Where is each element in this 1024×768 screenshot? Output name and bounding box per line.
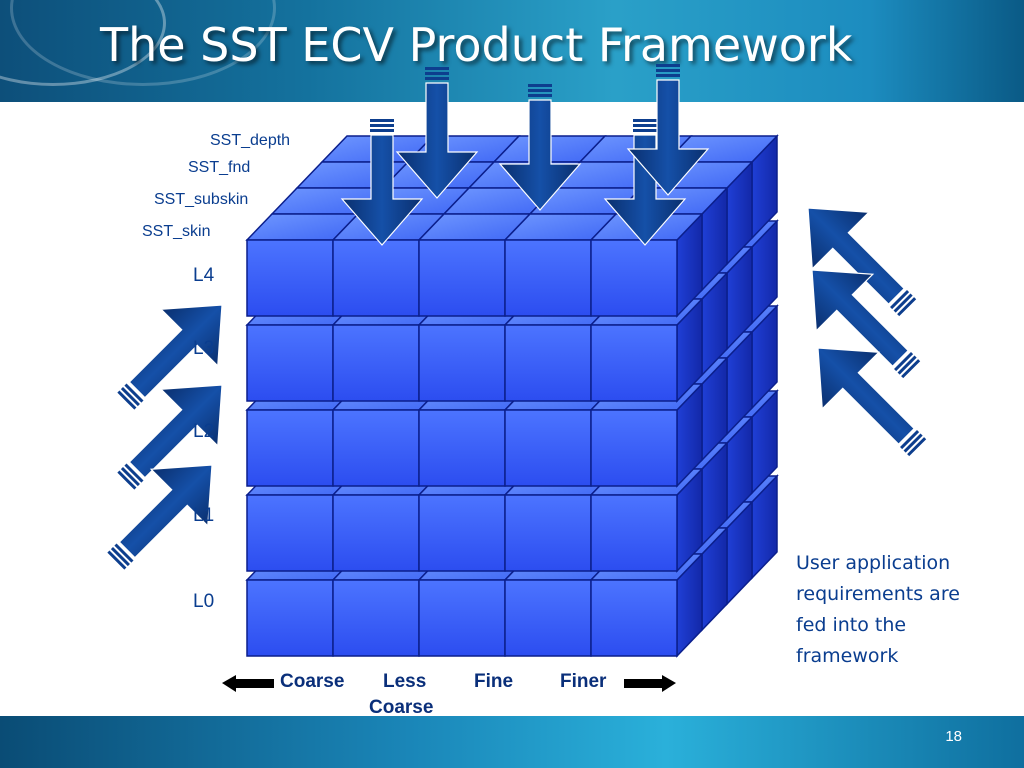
down-arrow-skin bbox=[340, 119, 424, 246]
cube-front-face bbox=[590, 239, 678, 317]
slide-title: The SST ECV Product Framework bbox=[100, 18, 853, 72]
resolution-right-arrow bbox=[624, 675, 676, 692]
depth-label-sst-subskin: SST_subskin bbox=[154, 191, 248, 208]
right-input-arrow-1 bbox=[807, 207, 917, 317]
page-number: 18 bbox=[945, 728, 962, 745]
cube-front-face bbox=[504, 239, 592, 317]
right-input-arrow-2 bbox=[811, 269, 921, 379]
level-label-l0: L0 bbox=[193, 591, 214, 612]
input-arrows bbox=[107, 64, 927, 570]
resolution-label-coarse: Coarse bbox=[280, 671, 344, 692]
cube-front-face bbox=[590, 324, 678, 402]
level-label-l4: L4 bbox=[193, 265, 215, 286]
cube-front-face bbox=[504, 494, 592, 572]
right-input-arrow-3 bbox=[817, 347, 927, 457]
depth-label-sst-depth: SST_depth bbox=[210, 132, 290, 149]
depth-label-sst-skin: SST_skin bbox=[142, 223, 210, 240]
level-label-l3: L3 bbox=[193, 338, 214, 359]
cube-front-face bbox=[418, 239, 506, 317]
cube-front-face bbox=[332, 239, 420, 317]
down-arrow-depth-back bbox=[626, 64, 710, 196]
left-input-arrow-1 bbox=[117, 304, 223, 410]
cube-front-face bbox=[246, 579, 334, 657]
level-label-l2: L2 bbox=[193, 421, 214, 442]
cube-front-face bbox=[246, 324, 334, 402]
cube-front-face bbox=[504, 409, 592, 487]
cube-front-face bbox=[246, 239, 334, 317]
cube-front-face bbox=[504, 579, 592, 657]
footer-bar: 18 bbox=[0, 716, 1024, 768]
resolution-label-finer: Finer bbox=[560, 671, 607, 692]
depth-label-sst-fnd: SST_fnd bbox=[188, 159, 250, 176]
cube-front-face bbox=[332, 579, 420, 657]
cube-layer bbox=[245, 134, 779, 318]
resolution-label-fine: Fine bbox=[474, 671, 513, 692]
cube-front-face bbox=[590, 409, 678, 487]
cube-front-face bbox=[246, 494, 334, 572]
down-arrow-fnd bbox=[498, 84, 582, 211]
cube-front-face bbox=[332, 324, 420, 402]
title-banner: The SST ECV Product Framework bbox=[0, 0, 1024, 102]
resolution-left-arrow bbox=[222, 675, 274, 692]
cube-front-face bbox=[418, 494, 506, 572]
cube-front-face bbox=[590, 579, 678, 657]
cube-front-face bbox=[590, 494, 678, 572]
down-arrow-depth-front bbox=[603, 119, 687, 246]
resolution-label-less-coarse-2: Coarse bbox=[369, 697, 433, 718]
left-input-arrow-3 bbox=[107, 464, 213, 570]
down-arrow-subskin bbox=[395, 67, 479, 199]
cube-front-face bbox=[418, 324, 506, 402]
cube-front-face bbox=[418, 409, 506, 487]
cube-front-face bbox=[332, 494, 420, 572]
cube-front-face bbox=[332, 409, 420, 487]
level-label-l1: L1 bbox=[193, 505, 214, 526]
cube-front-face bbox=[246, 409, 334, 487]
cube-front-face bbox=[418, 579, 506, 657]
left-input-arrow-2 bbox=[117, 384, 223, 490]
resolution-label-less-coarse-1: Less bbox=[383, 671, 426, 692]
cube-stack bbox=[245, 134, 779, 658]
cube-front-face bbox=[504, 324, 592, 402]
requirements-note: User application requirements are fed in… bbox=[796, 552, 960, 667]
